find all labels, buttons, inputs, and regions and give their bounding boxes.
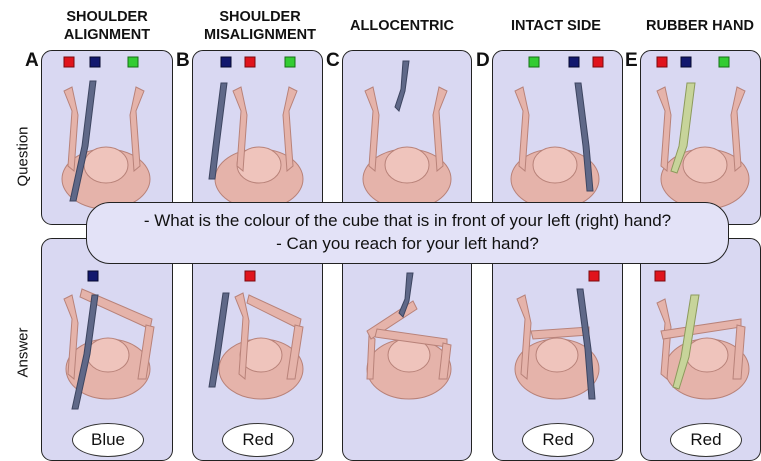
column-title-rubber-hand: RUBBER HAND [638,17,761,35]
question-panel-rubber-hand [640,50,761,225]
answer-label-rubber-hand: Red [670,423,742,457]
figure-illustration [641,51,761,225]
panel-letter-d: D [476,50,490,72]
column-title-shoulder-alignment: SHOULDER ALIGNMENT [44,8,170,44]
question-panel-shoulder-alignment [41,50,173,225]
panel-letter-c: C [326,50,340,72]
panel-letter-a: A [25,50,39,72]
panel-letter-b: B [176,50,190,72]
answer-label-shoulder-alignment: Blue [72,423,144,457]
question-bubble: - What is the colour of the cube that is… [86,202,729,264]
answer-panel-allocentric [342,238,472,461]
figure-illustration [343,239,472,461]
column-title-intact-side: INTACT SIDE [494,17,618,35]
figure-illustration [42,51,173,225]
column-title-shoulder-misalignment: SHOULDER MISALIGNMENT [190,8,330,44]
row-label-answer: Answer [15,318,32,388]
row-label-question: Question [15,122,32,192]
panel-letter-e: E [625,50,638,72]
figure-illustration [343,51,472,225]
answer-label-shoulder-misalignment: Red [222,423,294,457]
figure-illustration [493,51,623,225]
question-panel-intact-side [492,50,623,225]
figure-illustration [193,51,323,225]
column-title-allocentric: ALLOCENTRIC [340,17,464,35]
question-panel-allocentric [342,50,472,225]
question-line-1: - What is the colour of the cube that is… [87,209,728,232]
question-panel-shoulder-misalignment [192,50,323,225]
question-line-2: - Can you reach for your left hand? [87,232,728,255]
answer-label-intact-side: Red [522,423,594,457]
